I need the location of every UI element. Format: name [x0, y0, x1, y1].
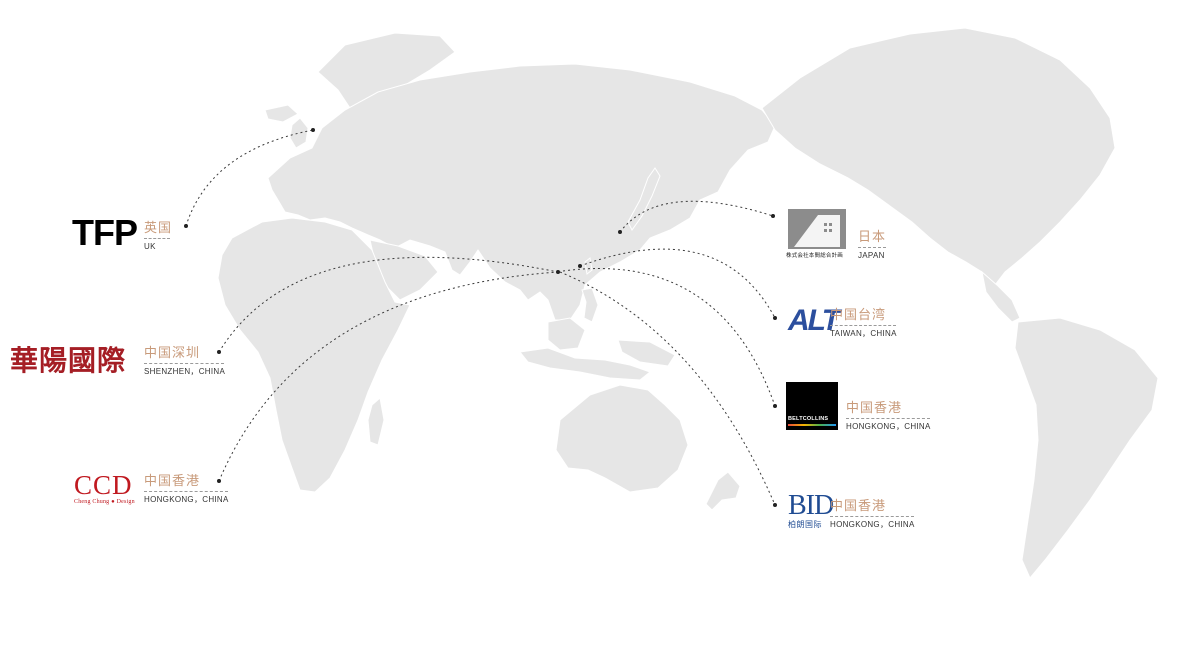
japan-logo-box	[788, 209, 846, 249]
japan-logo-subtext: 株式会社本間総合計画	[786, 253, 844, 259]
dot-hongkong-map	[556, 270, 560, 274]
tfp-region: 英国 UK	[144, 220, 172, 252]
landmass-sea-islands	[519, 347, 652, 381]
dot-japan-label	[771, 214, 775, 218]
bid-logo-subtext: 柏朗国际	[788, 520, 822, 529]
ccd-logo-subtext: Cheng Chung ● Design	[74, 499, 135, 505]
beltcollins-region-cn: 中国香港	[846, 400, 903, 415]
ccd-separator	[144, 491, 228, 492]
dot-uk-map	[311, 128, 315, 132]
landmass-madagascar	[367, 397, 385, 446]
bid-region: 中国香港 HONGKONG，CHINA	[830, 498, 915, 530]
dot-shenzhen-label	[217, 350, 221, 354]
landmass-britain	[289, 117, 309, 149]
ccd-logo-mark: CCD	[74, 470, 133, 500]
huayang-separator	[144, 363, 224, 364]
bid-region-cn: 中国香港	[830, 498, 887, 513]
ccd-region: 中国香港 HONGKONG，CHINA	[144, 473, 229, 505]
beltcollins-logo: BELTCOLLINS	[786, 382, 838, 430]
landmass-new-zealand	[705, 471, 741, 511]
alt-region-cn: 中国台湾	[830, 307, 887, 322]
building-icon	[794, 215, 840, 247]
landmass-new-guinea	[617, 339, 676, 367]
connector-beltcollins	[562, 268, 776, 407]
ccd-region-cn: 中国香港	[144, 473, 201, 488]
tfp-region-en: UK	[144, 242, 156, 251]
landmass-africa	[217, 217, 411, 493]
dot-beltcollins-label	[773, 404, 777, 408]
landmass-central-america	[981, 270, 1021, 323]
japan-region: 日本 JAPAN	[858, 229, 886, 261]
bid-logo-mark: BID	[788, 490, 834, 521]
beltcollins-logo-text: BELTCOLLINS	[788, 416, 829, 422]
connector-shenzhen	[218, 256, 559, 353]
connector-japan	[619, 200, 774, 233]
huayang-region: 中国深圳 SHENZHEN，CHINA	[144, 345, 225, 377]
connector-ccd	[218, 271, 559, 482]
dot-taiwan-label	[773, 316, 777, 320]
alt-region-en: TAIWAN，CHINA	[830, 329, 897, 338]
landmass-north-america	[761, 27, 1116, 286]
tfp-separator	[144, 238, 170, 239]
landmass-south-america	[1014, 317, 1159, 579]
alt-region: 中国台湾 TAIWAN，CHINA	[830, 307, 897, 339]
beltcollins-region: 中国香港 HONGKONG，CHINA	[846, 400, 931, 432]
dot-uk-label	[184, 224, 188, 228]
bid-region-en: HONGKONG，CHINA	[830, 520, 915, 529]
bid-logo: BID 柏朗国际	[788, 490, 834, 530]
landmass-borneo	[547, 317, 586, 351]
tfp-region-cn: 英国	[144, 220, 173, 235]
landmass-greenland	[317, 32, 456, 119]
ccd-logo: CCD Cheng Chung ● Design	[74, 470, 135, 506]
alt-separator	[830, 325, 896, 326]
landmass-eurasia	[267, 63, 776, 321]
japan-region-en: JAPAN	[858, 251, 885, 260]
bid-separator	[830, 516, 914, 517]
landmass-australia	[555, 384, 689, 493]
ccd-region-en: HONGKONG，CHINA	[144, 495, 229, 504]
connector-bid	[559, 271, 776, 506]
beltcollins-logo-box	[786, 382, 838, 430]
tfp-logo: TFP	[72, 212, 138, 253]
landmass-japan	[627, 167, 661, 231]
connector-taiwan	[579, 248, 776, 319]
beltcollins-region-en: HONGKONG，CHINA	[846, 422, 931, 431]
beltcollins-separator	[846, 418, 930, 419]
japan-region-cn: 日本	[858, 229, 887, 244]
huayang-region-cn: 中国深圳	[144, 345, 201, 360]
dot-bid-label	[773, 503, 777, 507]
dot-ccd-label	[217, 479, 221, 483]
japan-separator	[858, 247, 886, 248]
dot-taiwan-map	[578, 264, 582, 268]
huayang-logo: 華陽國際	[10, 344, 127, 377]
landmass-philippines	[581, 287, 599, 323]
dot-japan-map	[618, 230, 622, 234]
landmass-iceland	[264, 104, 299, 123]
alt-logo: ALT	[788, 304, 840, 337]
beltcollins-color-bar	[788, 424, 836, 426]
huayang-region-en: SHENZHEN，CHINA	[144, 367, 226, 376]
